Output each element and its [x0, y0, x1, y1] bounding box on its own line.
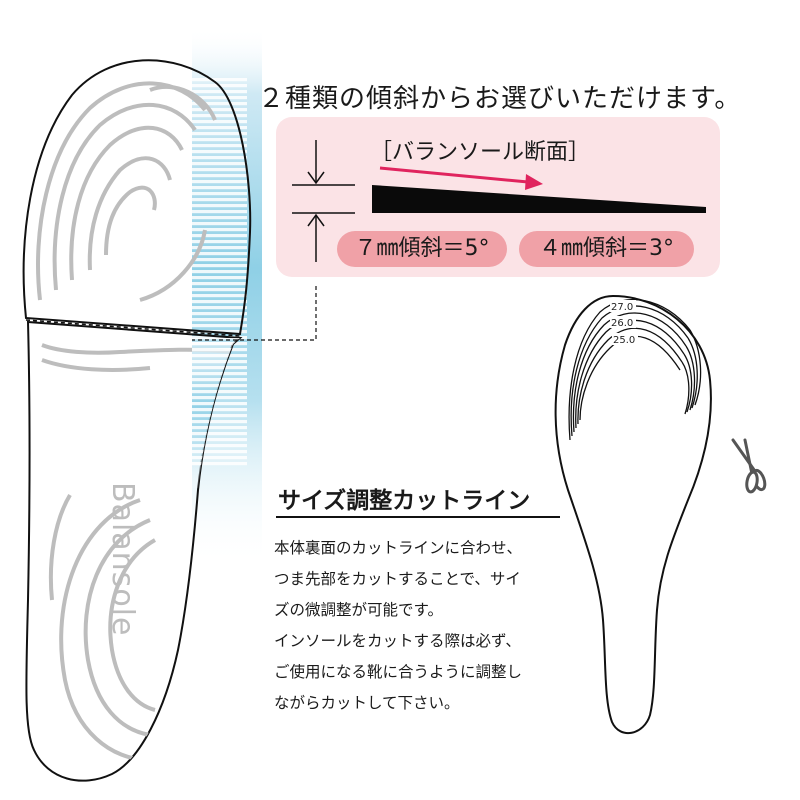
size-contour-lines: [568, 298, 702, 441]
option-pill-7mm: ７㎜傾斜＝5°: [337, 231, 507, 267]
description-line: つま先部をカットすることで、サイ: [274, 570, 521, 588]
forefoot-pattern: [36, 81, 217, 302]
description-line: 本体裏面のカットラインに合わせ、: [274, 539, 523, 557]
size-label-25: 25.0: [613, 335, 635, 346]
cut-title-underline: [276, 516, 560, 518]
headline: ２種類の傾斜からお選びいただけます。: [258, 84, 742, 114]
size-label-26: 26.0: [611, 318, 633, 329]
heel-pattern: [41, 343, 231, 762]
description-line: ズの微調整が可能です。: [274, 601, 443, 619]
description-line: ご使用になる靴に合うように調整し: [274, 663, 523, 681]
description-line: インソールをカットする際は必ず、: [274, 632, 521, 650]
section-title: ［バランソール断面］: [370, 140, 591, 165]
option-pill-4mm: ４㎜傾斜＝3°: [519, 231, 694, 267]
heel-piece: [25, 320, 243, 782]
right-insole-outline: [554, 294, 712, 735]
cut-line-title: サイズ調整カットライン: [278, 488, 531, 514]
forefoot-piece: [22, 59, 252, 336]
option-label: ７㎜傾斜＝5°: [354, 236, 490, 261]
option-label: ４㎜傾斜＝3°: [539, 236, 674, 261]
cut-seam-line: [25, 319, 241, 337]
size-label-27: 27.0: [611, 302, 633, 313]
cut-line-description: 本体裏面のカットラインに合わせ、 つま先部をカットすることで、サイ ズの微調整が…: [274, 533, 522, 719]
description-line: ながらカットして下さい。: [274, 694, 460, 712]
scissors-icon: [731, 438, 767, 494]
leader-dashed-line: [192, 286, 317, 341]
